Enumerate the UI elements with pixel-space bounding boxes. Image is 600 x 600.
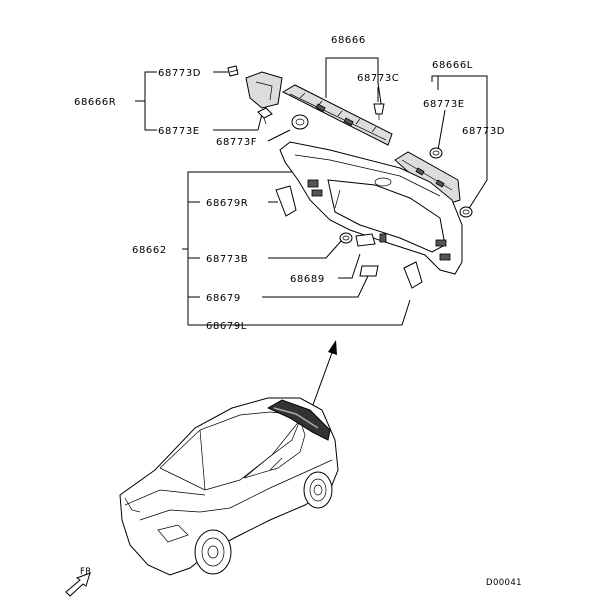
upper-trim-strip [281, 84, 393, 146]
label-68679: 68679 [206, 293, 241, 304]
label-68666r: 68666R [74, 97, 116, 108]
clip-68773e-right [429, 147, 443, 159]
label-68773e-right: 68773E [423, 99, 465, 110]
cover-68679l [403, 261, 423, 289]
diagram-code: D00041 [486, 578, 522, 588]
fr-label: FR [80, 567, 92, 577]
clip-68773c [373, 103, 385, 115]
label-68679r: 68679R [206, 198, 248, 209]
label-68773d-right: 68773D [462, 126, 505, 137]
clip-68773f [291, 114, 309, 130]
label-68666: 68666 [331, 35, 366, 46]
location-arrow [309, 340, 337, 414]
clip-68773e-left [257, 107, 273, 119]
label-68773e-left: 68773E [158, 126, 200, 137]
clip-68773b [339, 232, 353, 244]
label-68662: 68662 [132, 245, 167, 256]
clip-68773d-right [459, 206, 473, 218]
fr-arrow-icon [65, 572, 91, 597]
label-68773b: 68773B [206, 254, 248, 265]
label-68773c: 68773C [357, 73, 399, 84]
tailgate-trim-panel [279, 141, 463, 275]
label-68679l: 68679L [206, 321, 247, 332]
part-68689-clip [379, 233, 387, 243]
leader-lines [135, 57, 488, 326]
label-68666l: 68666L [432, 60, 473, 71]
fr-indicator: FR [65, 567, 92, 597]
cover-68679 [359, 265, 379, 277]
cover-68679r [275, 185, 297, 217]
part-68689 [355, 233, 376, 247]
label-68773f: 68773F [216, 137, 257, 148]
left-side-trim [245, 71, 283, 109]
label-68689: 68689 [290, 274, 325, 285]
car-illustration [119, 397, 339, 576]
label-68773d-left: 68773D [158, 68, 201, 79]
right-side-trim [394, 151, 461, 206]
clips [227, 65, 473, 289]
part-labels: 68666 68773D 68773C 68666L 68666R 68773E… [74, 35, 505, 332]
